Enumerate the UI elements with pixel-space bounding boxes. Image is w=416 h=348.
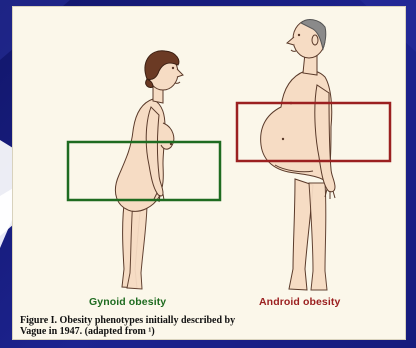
male-figure bbox=[261, 20, 335, 290]
female-figure bbox=[115, 51, 183, 289]
android-obesity-label: Android obesity bbox=[259, 296, 340, 308]
gynoid-obesity-label: Gynoid obesity bbox=[89, 296, 166, 308]
figure-card: Gynoid obesity Android obesity Figure I.… bbox=[12, 6, 406, 340]
obesity-phenotype-illustration bbox=[13, 7, 407, 297]
figure-caption: Figure I. Obesity phenotypes initially d… bbox=[20, 315, 405, 337]
